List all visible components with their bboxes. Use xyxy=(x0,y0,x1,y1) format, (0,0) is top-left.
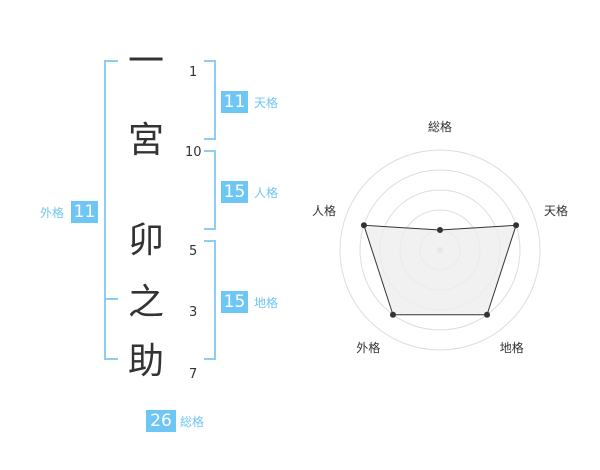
gaikaku-label: 外格 xyxy=(40,206,65,220)
soukaku-value-badge: 26 xyxy=(146,410,176,432)
radar-point-2 xyxy=(513,222,520,229)
name-char-5: 助 xyxy=(127,341,164,382)
radar-point-4 xyxy=(389,311,396,318)
radar-series xyxy=(363,224,517,316)
radar-axis-label-2: 天格 xyxy=(544,204,569,219)
stroke-count-3: 5 xyxy=(189,244,198,259)
radar-axis-label-5: 人格 xyxy=(311,204,336,219)
jinkaku-label: 人格 xyxy=(254,186,279,200)
radar-point-1 xyxy=(437,227,443,233)
radar-axis-label-1: 総格 xyxy=(428,120,453,134)
tenkaku-label: 天格 xyxy=(254,96,279,110)
radar-axis-label-4: 外格 xyxy=(356,340,381,355)
chikaku-bracket xyxy=(204,240,216,360)
name-char-1: 一 xyxy=(127,41,164,82)
stroke-count-1: 1 xyxy=(189,65,198,80)
stroke-count-5: 7 xyxy=(189,367,198,382)
radar-point-3 xyxy=(484,311,491,318)
stroke-count-4: 3 xyxy=(189,305,198,320)
gaikaku-bracket-tick xyxy=(104,298,118,300)
radar-grid-ring xyxy=(339,149,541,351)
name-char-3: 卯 xyxy=(127,220,164,261)
gaikaku-value-badge: 11 xyxy=(71,201,98,223)
soukaku-label: 総格 xyxy=(180,415,205,429)
tenkaku-bracket xyxy=(204,60,216,140)
gaikaku-bracket xyxy=(104,60,118,360)
radar-grid-ring xyxy=(359,169,521,331)
radar-point-5 xyxy=(360,222,367,229)
stroke-count-2: 10 xyxy=(185,145,202,160)
chikaku-value-badge: 15 xyxy=(221,291,248,313)
chikaku-label: 地格 xyxy=(254,296,279,310)
name-char-4: 之 xyxy=(127,282,164,323)
radar-axis-label-3: 地格 xyxy=(499,340,524,355)
tenkaku-value-badge: 11 xyxy=(221,91,248,113)
jinkaku-value-badge: 15 xyxy=(221,181,248,203)
jinkaku-bracket xyxy=(204,150,216,230)
name-char-2: 宮 xyxy=(127,120,164,161)
